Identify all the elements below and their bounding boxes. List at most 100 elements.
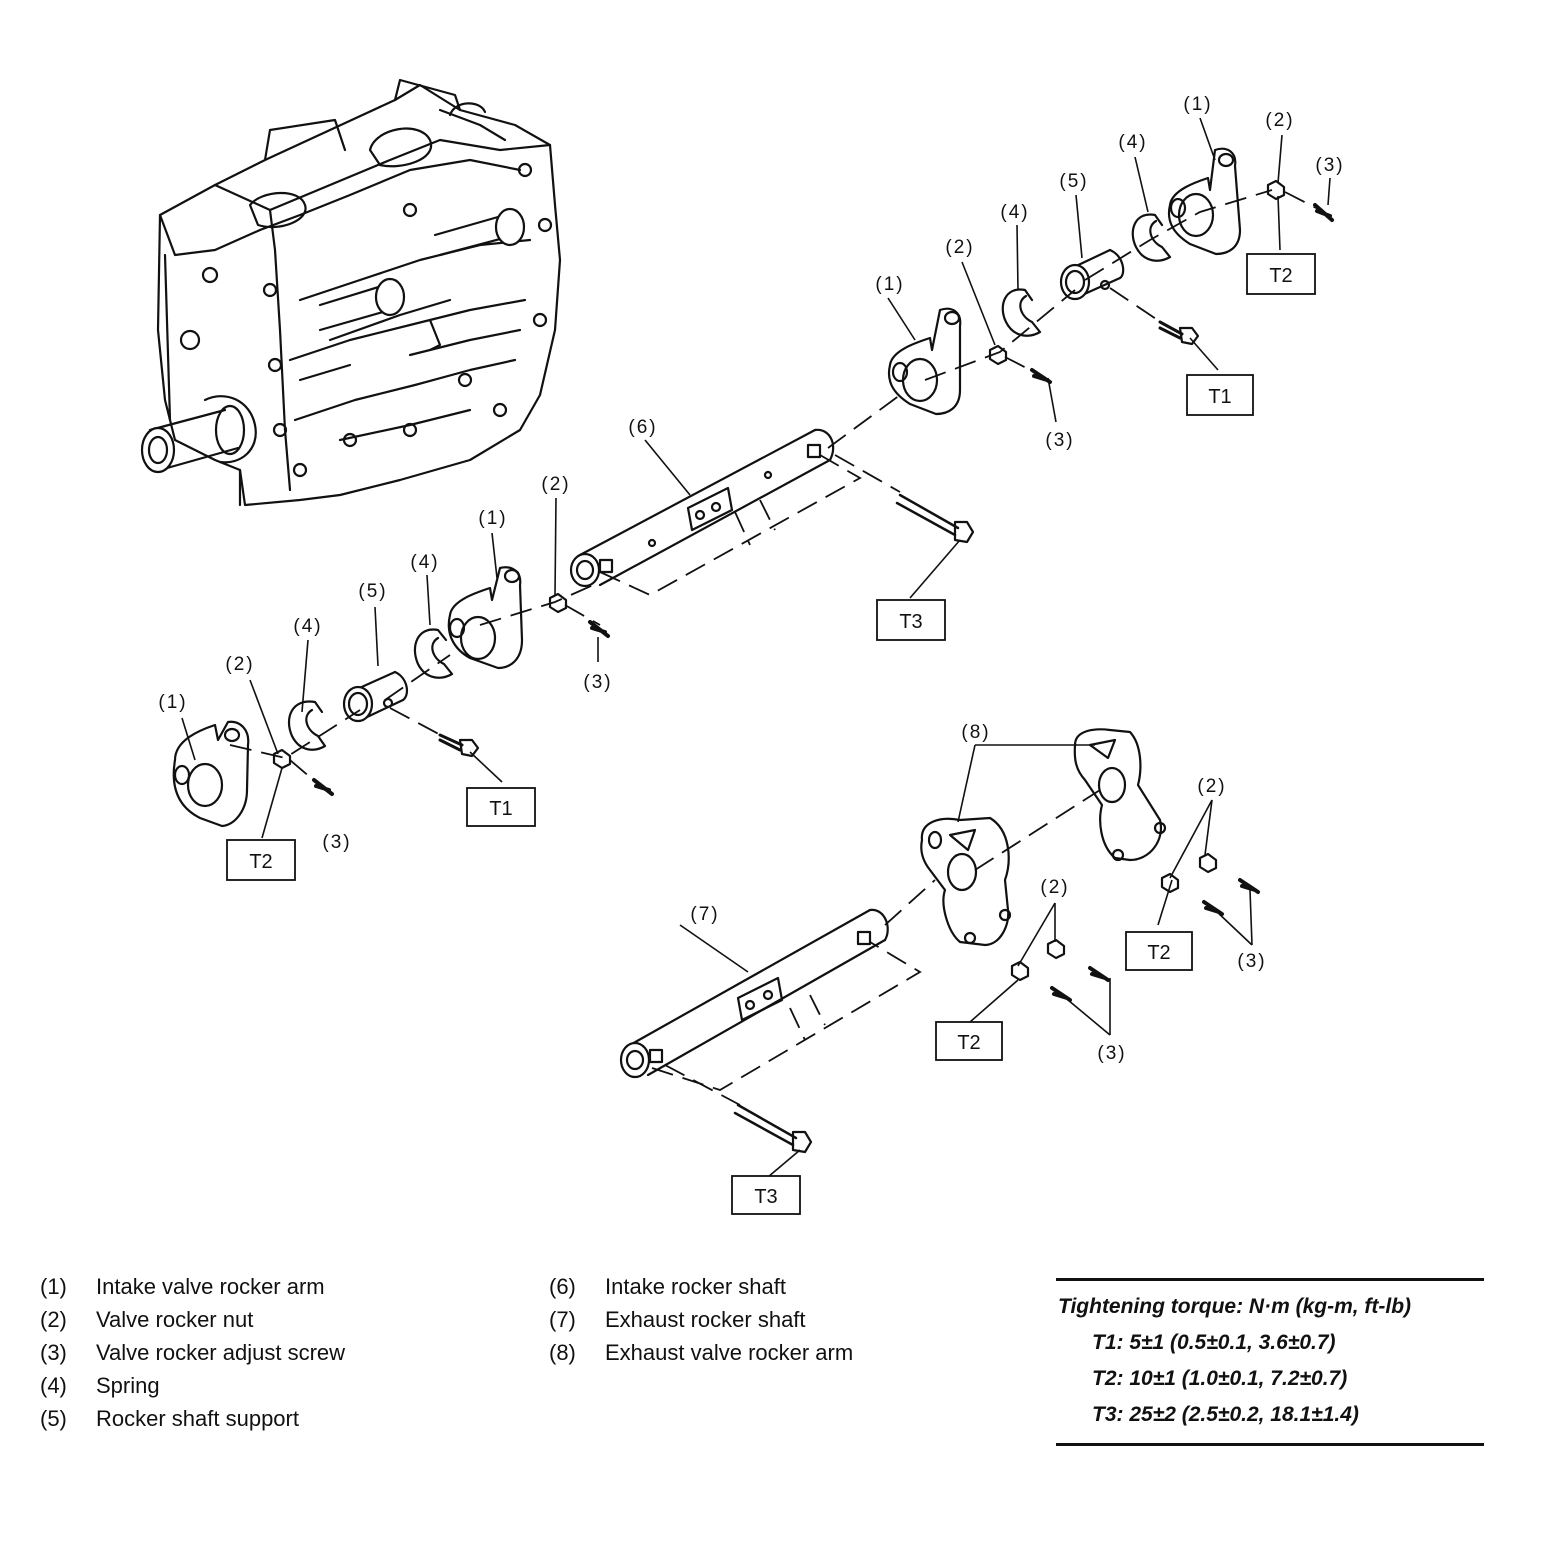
legend-label: Valve rocker nut: [96, 1307, 254, 1332]
legend-item: (4) Spring: [40, 1369, 345, 1402]
legend-number: (3): [40, 1340, 67, 1365]
legend-number: (5): [40, 1406, 67, 1431]
legend-label: Exhaust rocker shaft: [605, 1307, 806, 1332]
legend-item: (6) Intake rocker shaft: [549, 1270, 853, 1303]
torque-label-t2: T2: [957, 1032, 980, 1054]
torque-label-t2: T2: [1147, 942, 1170, 964]
exhaust-rocker-shaft: [628, 908, 887, 1077]
exhaust-nut-3: [1046, 938, 1066, 960]
parts-legend-right: (6) Intake rocker shaft (7) Exhaust rocker…: [549, 1270, 853, 1369]
callout-2: (2): [225, 654, 254, 675]
bolt-t3-lower: [733, 1103, 798, 1147]
torque-label-t1: T1: [489, 798, 512, 820]
spring-1: [287, 700, 327, 751]
legend-number: (4): [40, 1373, 67, 1398]
legend-label: Rocker shaft support: [96, 1406, 299, 1431]
legend-label: Spring: [96, 1373, 160, 1398]
callout-1: (1): [478, 508, 507, 529]
callout-4: (4): [1000, 202, 1029, 223]
legend-label: Exhaust valve rocker arm: [605, 1340, 854, 1365]
spring-2: [413, 628, 454, 679]
legend-number: (2): [40, 1307, 67, 1332]
callout-6: (6): [628, 417, 657, 438]
callout-1: (1): [875, 274, 904, 295]
torque-t1: T1: 5±1 (0.5±0.1, 3.6±0.7): [1092, 1331, 1336, 1354]
legend-number: (7): [549, 1307, 576, 1332]
legend-item: (2) Valve rocker nut: [40, 1303, 345, 1336]
callout-3: (3): [1045, 430, 1074, 451]
spring-4: [1131, 213, 1172, 262]
spring-3: [1001, 288, 1042, 337]
torque-label-t1: T1: [1208, 386, 1231, 408]
torque-label-t2: T2: [1269, 265, 1292, 287]
legend-label: Intake valve rocker arm: [96, 1274, 325, 1299]
callout-3: (3): [322, 832, 351, 853]
callout-1: (1): [158, 692, 187, 713]
callout-1: (1): [1183, 94, 1212, 115]
legend-item: (1) Intake valve rocker arm: [40, 1270, 345, 1303]
exhaust-rocker-arm-2: [1073, 728, 1163, 862]
exploded-view-diagram: T2 T1 T3 T1 T2 T2 T2 T3 (1) (2) (4) (5) …: [140, 78, 1344, 1215]
parts-legend-left: (1) Intake valve rocker arm (2) Valve rock…: [40, 1270, 345, 1435]
adjust-screw-2: [588, 620, 610, 638]
exhaust-screw-3: [1088, 966, 1110, 982]
intake-rocker-shaft: [569, 428, 975, 588]
assembly-lines: [229, 189, 1321, 1106]
callout-4: (4): [410, 552, 439, 573]
leader-lines: [181, 117, 1331, 1178]
torque-t2: T2: 10±1 (1.0±0.1, 7.2±0.7): [1092, 1367, 1348, 1390]
callout-3: (3): [583, 672, 612, 693]
exhaust-nut-1: [1198, 852, 1218, 874]
exhaust-assembly: [619, 728, 1260, 1154]
torque-t3: T3: 25±2 (2.5±0.2, 18.1±1.4): [1092, 1403, 1359, 1426]
callout-3: (3): [1315, 155, 1344, 176]
legend-item: (7) Exhaust rocker shaft: [549, 1303, 853, 1336]
callout-5: (5): [1059, 171, 1088, 192]
rocker-shaft-support-2: [1059, 248, 1125, 301]
exhaust-nut-2: [1160, 872, 1180, 894]
callout-4: (4): [293, 616, 322, 637]
torque-label-t2: T2: [249, 851, 272, 873]
legend-item: (8) Exhaust valve rocker arm: [549, 1336, 853, 1369]
torque-label-t3: T3: [754, 1186, 777, 1208]
valve-rocker-nut-4: [1266, 179, 1286, 201]
exhaust-rocker-arm-1: [920, 816, 1010, 947]
valve-rocker-nut-1: [272, 748, 292, 770]
legend-number: (6): [549, 1274, 576, 1299]
callout-7: (7): [690, 904, 719, 925]
callout-2: (2): [541, 474, 570, 495]
callout-2: (2): [1265, 110, 1294, 131]
exhaust-screw-2: [1202, 900, 1224, 916]
valve-rocker-nut-3: [988, 344, 1008, 366]
callout-5: (5): [358, 581, 387, 602]
intake-rocker-arm-1: [172, 720, 250, 828]
callout-8: (8): [961, 722, 990, 743]
intake-rocker-arm-4: [1167, 147, 1242, 256]
intake-rocker-arm-2: [447, 566, 524, 670]
legend-number: (8): [549, 1340, 576, 1365]
torque-label-t3: T3: [899, 611, 922, 633]
bolt-t3-upper: [895, 493, 960, 537]
callout-3: (3): [1237, 951, 1266, 972]
intake-assembly-left: [172, 566, 610, 828]
exhaust-nut-4: [1010, 960, 1030, 982]
bolt-t1-left: [438, 733, 464, 752]
legend-label: Valve rocker adjust screw: [96, 1340, 346, 1365]
torque-heading: Tightening torque: N·m (kg-m, ft-lb): [1058, 1295, 1412, 1318]
callout-2: (2): [1040, 877, 1069, 898]
callout-2: (2): [945, 237, 974, 258]
valve-rocker-nut-2: [548, 592, 568, 614]
callout-4: (4): [1118, 132, 1147, 153]
tightening-torque-table: Tightening torque: N·m (kg-m, ft-lb) T1:…: [1056, 1278, 1484, 1446]
torque-boxes: [226, 253, 1316, 1215]
legend-item: (5) Rocker shaft support: [40, 1402, 345, 1435]
cylinder-head-illustration: [140, 78, 562, 507]
legend-item: (3) Valve rocker adjust screw: [40, 1336, 345, 1369]
exhaust-screw-1: [1238, 878, 1260, 894]
adjust-screw-4: [1313, 203, 1334, 222]
intake-rocker-arm-3: [887, 307, 962, 416]
legend-number: (1): [40, 1274, 67, 1299]
callout-2: (2): [1197, 776, 1226, 797]
legend-label: Intake rocker shaft: [605, 1274, 786, 1299]
exhaust-screw-4: [1050, 986, 1072, 1002]
